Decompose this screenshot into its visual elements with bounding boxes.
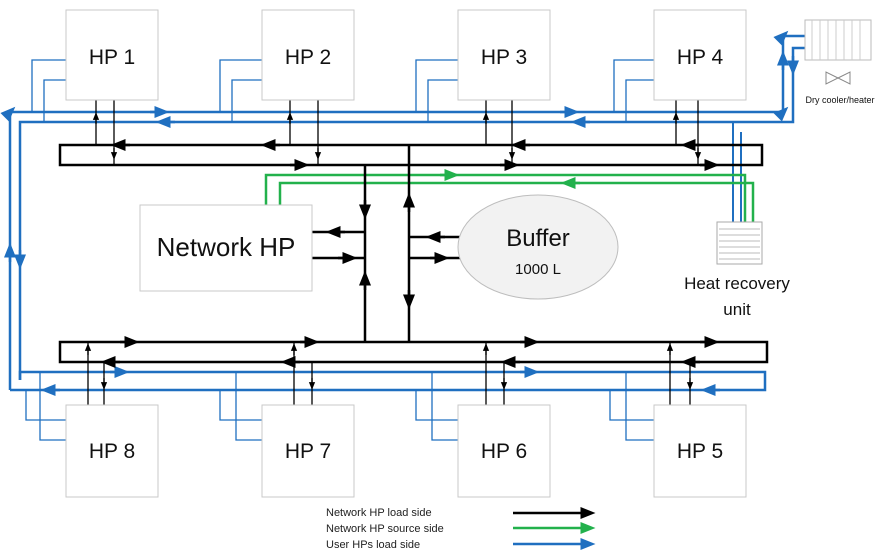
hp-4-label: HP 4 xyxy=(677,46,724,69)
legend-item-source: Network HP source side xyxy=(326,522,596,535)
buffer-volume: 1000 L xyxy=(515,261,561,278)
hp-side-loops xyxy=(25,59,654,441)
heat-recovery-label-1: Heat recovery xyxy=(684,274,790,293)
load-side-arrows xyxy=(100,139,720,368)
network-hp-label: Network HP xyxy=(157,232,296,262)
fan-icon xyxy=(825,71,851,85)
hp-6-label: HP 6 xyxy=(481,440,527,463)
legend: Network HP load side Network HP source s… xyxy=(326,507,596,551)
hp-7: HP 7 xyxy=(261,404,355,498)
hp-5: HP 5 xyxy=(653,404,747,498)
buffer-tank: Buffer 1000 L xyxy=(457,194,619,300)
hp-3-label: HP 3 xyxy=(481,46,527,69)
buffer-title: Buffer xyxy=(506,225,570,252)
legend-item-load: Network HP load side xyxy=(326,507,596,519)
user-hp-loop xyxy=(0,30,805,392)
legend-label-source: Network HP source side xyxy=(326,523,444,535)
hp-2: HP 2 xyxy=(261,9,355,101)
dry-cooler-label: Dry cooler/heater xyxy=(805,95,874,105)
heat-recovery-unit: Heat recovery unit xyxy=(684,221,790,319)
hp-8: HP 8 xyxy=(65,404,159,498)
heat-recovery-blue-pipes xyxy=(732,122,742,222)
legend-label-user: User HPs load side xyxy=(326,539,420,551)
hp-1: HP 1 xyxy=(65,9,159,101)
hp-8-label: HP 8 xyxy=(89,440,135,463)
legend-label-load: Network HP load side xyxy=(326,507,432,519)
hp-3: HP 3 xyxy=(457,9,551,101)
hp-5-label: HP 5 xyxy=(677,440,723,463)
hp-4: HP 4 xyxy=(653,9,747,101)
hp-6: HP 6 xyxy=(457,404,551,498)
hp-7-label: HP 7 xyxy=(285,440,331,463)
hp-2-label: HP 2 xyxy=(285,46,331,69)
heat-recovery-label-2: unit xyxy=(723,300,751,319)
legend-item-user: User HPs load side xyxy=(326,538,596,551)
hp-1-label: HP 1 xyxy=(89,46,135,69)
hp-load-connection-arrows xyxy=(84,112,702,390)
source-side-pipes xyxy=(264,169,755,222)
dry-cooler: Dry cooler/heater xyxy=(804,19,875,105)
network-hp: Network HP xyxy=(139,204,313,292)
user-hp-loop-arrows xyxy=(3,50,799,396)
